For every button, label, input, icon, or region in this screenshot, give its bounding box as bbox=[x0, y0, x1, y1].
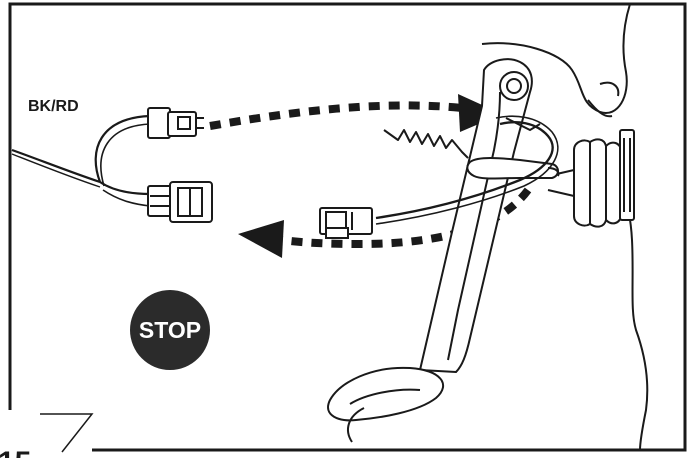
dashed-arrow-out bbox=[238, 187, 532, 258]
stop-icon bbox=[130, 290, 210, 370]
wire-color-label: BK/RD bbox=[28, 98, 79, 115]
stop-badge-label: STOP bbox=[139, 317, 201, 343]
large-connector-left bbox=[147, 181, 213, 223]
step-number-tab: 15 bbox=[0, 413, 94, 458]
switch-connector bbox=[319, 207, 373, 239]
arrow-out-head-icon bbox=[238, 220, 284, 258]
dashed-arrow-in bbox=[209, 94, 502, 132]
pedal-pad bbox=[327, 366, 445, 422]
small-connector-left bbox=[147, 107, 204, 139]
stop-badge: STOP bbox=[130, 290, 210, 370]
switch-harness bbox=[375, 115, 559, 225]
booster-boot bbox=[547, 129, 635, 228]
figure-frame bbox=[8, 2, 687, 452]
pedal-pivot bbox=[499, 71, 529, 101]
harness-connector-group bbox=[11, 114, 151, 207]
step-number: 15 bbox=[0, 446, 31, 458]
pedal-assembly bbox=[327, 3, 649, 451]
pedal-arm bbox=[419, 58, 533, 373]
return-spring bbox=[383, 129, 469, 159]
